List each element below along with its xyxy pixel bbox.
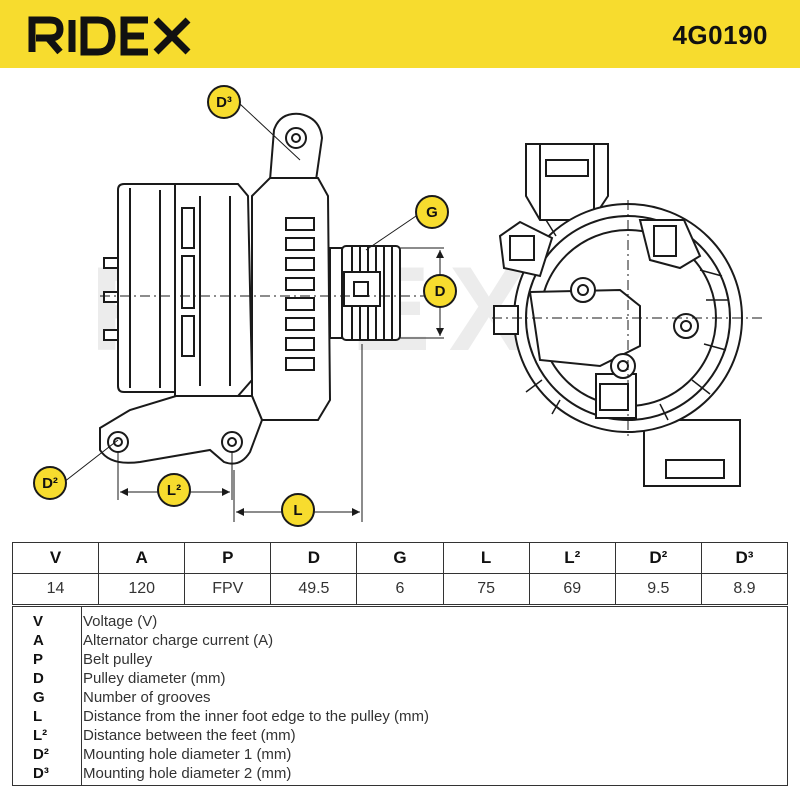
svg-text:D³: D³ [216,94,232,111]
value-cell: FPV [184,573,272,605]
legend-row: A Alternator charge current (A) [13,632,789,650]
pulley-hub [329,247,343,339]
header-bar: 4G0190 [0,0,800,68]
legend-desc: Distance from the inner foot edge to the… [83,708,429,725]
bottom-mount-feet [99,395,264,465]
legend-key: A [33,632,44,649]
svg-text:G: G [426,204,438,221]
svg-text:D²: D² [42,475,58,492]
legend-desc: Belt pulley [83,651,153,668]
legend: V Voltage (V) A Alternator charge curren… [12,606,788,786]
value-cell: 75 [442,573,530,605]
badge-d2: D² [33,466,67,500]
legend-row: D² Mounting hole diameter 1 (mm) [13,746,789,764]
spec-header-row: V A P D G L L² D² D³ [11,542,789,574]
badge-g: G [415,195,449,229]
legend-key: D² [33,746,49,763]
svg-text:L²: L² [167,482,181,499]
legend-key: D³ [33,765,49,782]
legend-row: L² Distance between the feet (mm) [13,727,789,745]
legend-row: P Belt pulley [13,651,789,669]
legend-divider [81,607,82,785]
badge-d3: D³ [207,85,241,119]
spec-table: V A P D G L L² D² D³ 14 120 FPV 49.5 6 7… [11,542,789,605]
legend-row: G Number of grooves [13,689,789,707]
header-cell: D³ [700,542,789,574]
header-cell: L [442,542,530,574]
legend-row: L Distance from the inner foot edge to t… [13,708,789,726]
badge-l2: L² [157,473,191,507]
header-cell: D [270,542,358,574]
legend-key: L [33,708,43,725]
rear-housing [117,183,176,393]
legend-row: D Pulley diameter (mm) [13,670,789,688]
value-cell: 14 [11,573,100,605]
ridex-logo [28,16,191,56]
value-cell: 6 [356,573,444,605]
value-cell: 69 [528,573,616,605]
legend-desc: Number of grooves [83,689,211,706]
legend-desc: Alternator charge current (A) [83,632,274,649]
header-cell: V [11,542,100,574]
badge-l: L [281,493,315,527]
legend-desc: Pulley diameter (mm) [83,670,226,687]
svg-text:L: L [293,502,302,519]
header-cell: A [98,542,186,574]
value-cell: 8.9 [700,573,789,605]
header-cell: G [356,542,444,574]
value-cell: 120 [98,573,186,605]
part-number: 4G0190 [672,20,768,50]
legend-key: D [33,670,44,687]
legend-desc: Mounting hole diameter 1 (mm) [83,746,292,763]
legend-key: V [33,613,44,630]
legend-row: D³ Mounting hole diameter 2 (mm) [13,765,789,783]
legend-desc: Distance between the feet (mm) [83,727,296,744]
svg-text:D: D [435,283,446,300]
header-cell: P [184,542,272,574]
legend-key: L² [33,727,48,744]
value-cell: 49.5 [270,573,358,605]
regulator-cover [528,288,641,368]
legend-row: V Voltage (V) [13,613,789,631]
legend-key: G [33,689,45,706]
value-cell: 9.5 [614,573,702,605]
alternator-drawing: RIDEX [33,85,762,527]
badge-d: D [423,274,457,308]
legend-desc: Mounting hole diameter 2 (mm) [83,765,292,782]
legend-desc: Voltage (V) [83,613,158,630]
spec-value-row: 14 120 FPV 49.5 6 75 69 9.5 8.9 [11,573,789,605]
header-cell: L² [528,542,616,574]
header-cell: D² [614,542,702,574]
legend-key: P [33,651,44,668]
